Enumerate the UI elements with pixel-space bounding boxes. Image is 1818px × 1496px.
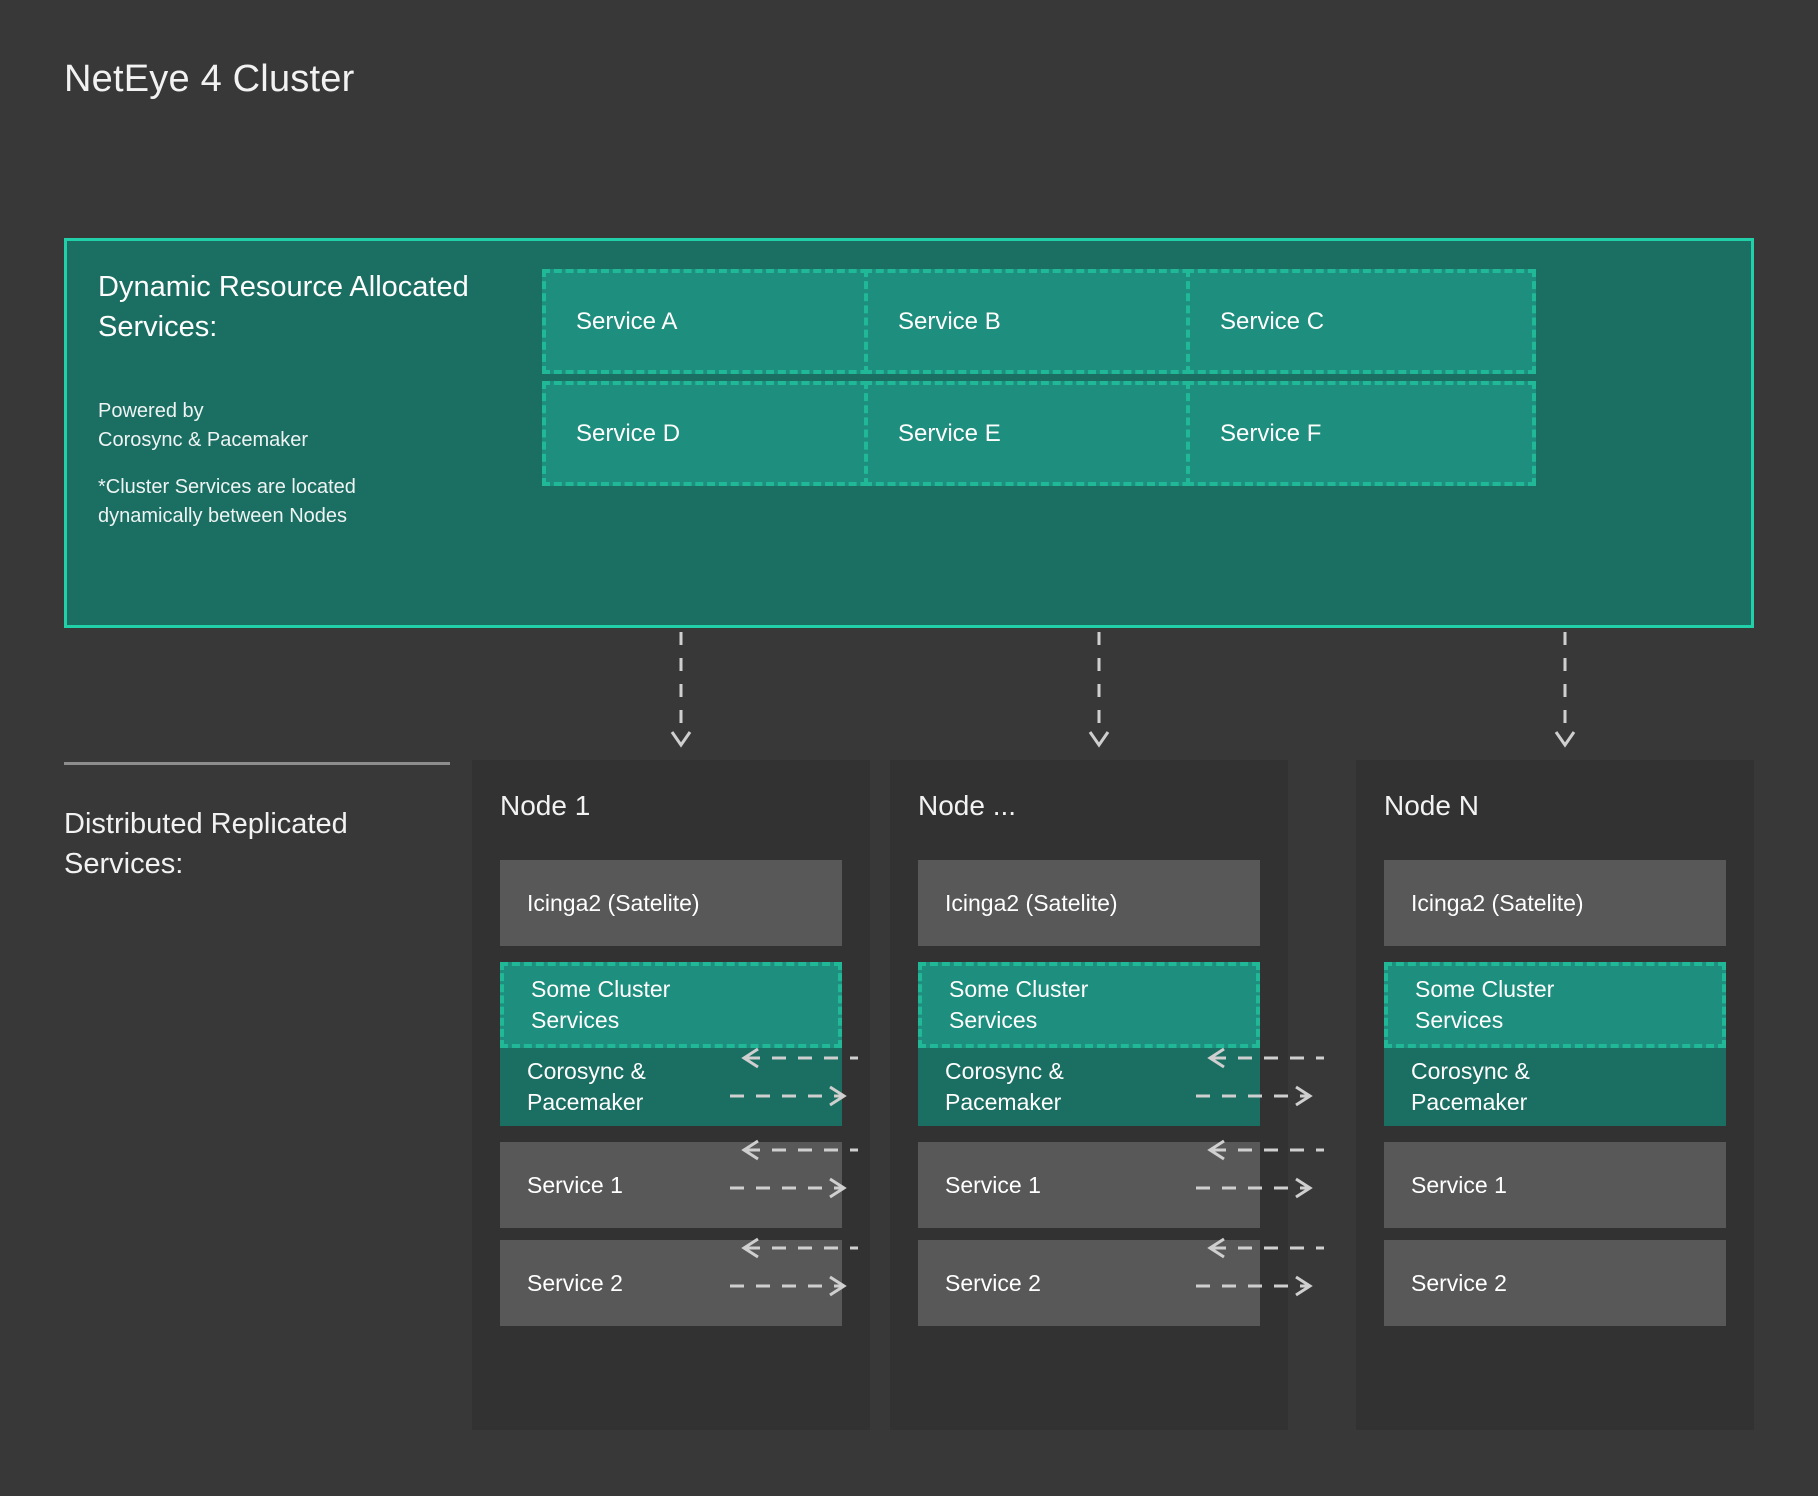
connector-arrow-bidirectional: [1196, 1237, 1324, 1297]
node-row-corosync-pacemaker[interactable]: Corosync & Pacemaker: [918, 1048, 1260, 1126]
node-row-cluster-services[interactable]: Some Cluster Services: [1384, 962, 1726, 1048]
dynamic-service-box[interactable]: Service F: [1186, 381, 1536, 486]
dynamic-panel-heading: Dynamic Resource Allocated Services:: [98, 271, 469, 343]
node-row-service-1[interactable]: Service 1: [500, 1142, 842, 1228]
cluster-services-note: *Cluster Services are located dynamicall…: [98, 476, 356, 527]
node-panel-1: Node 1 Icinga2 (Satelite) Some Cluster S…: [472, 760, 870, 1430]
node-title: Node ...: [918, 790, 1017, 821]
powered-by-label: Powered by Corosync & Pacemaker: [98, 400, 309, 451]
node-row-icinga2[interactable]: Icinga2 (Satelite): [918, 860, 1260, 946]
dynamic-service-box[interactable]: Service A: [542, 269, 892, 374]
connector-arrow-down: [1553, 632, 1577, 750]
connector-arrow-down: [1087, 632, 1111, 750]
connector-arrow-bidirectional: [730, 1047, 858, 1107]
connector-arrow-bidirectional: [1196, 1139, 1324, 1199]
node-row-icinga2[interactable]: Icinga2 (Satelite): [500, 860, 842, 946]
node-row-service-2[interactable]: Service 2: [1384, 1240, 1726, 1326]
page-title: NetEye 4 Cluster: [64, 58, 355, 100]
node-row-cluster-services[interactable]: Some Cluster Services: [500, 962, 842, 1048]
connector-arrow-bidirectional: [730, 1237, 858, 1297]
node-row-corosync-pacemaker[interactable]: Corosync & Pacemaker: [500, 1048, 842, 1126]
node-row-corosync-pacemaker[interactable]: Corosync & Pacemaker: [1384, 1048, 1726, 1126]
connector-arrow-down: [669, 632, 693, 750]
section-divider: [64, 762, 450, 765]
dynamic-service-box[interactable]: Service E: [864, 381, 1214, 486]
replicated-services-heading: Distributed Replicated Services:: [64, 808, 348, 880]
node-title: Node N: [1384, 790, 1479, 821]
node-panel-2: Node ... Icinga2 (Satelite) Some Cluster…: [890, 760, 1288, 1430]
node-row-cluster-services[interactable]: Some Cluster Services: [918, 962, 1260, 1048]
node-panel-3: Node N Icinga2 (Satelite) Some Cluster S…: [1356, 760, 1754, 1430]
dynamic-service-box[interactable]: Service D: [542, 381, 892, 486]
dynamic-service-box[interactable]: Service B: [864, 269, 1214, 374]
connector-arrow-bidirectional: [730, 1139, 858, 1199]
node-row-icinga2[interactable]: Icinga2 (Satelite): [1384, 860, 1726, 946]
node-row-service-2[interactable]: Service 2: [918, 1240, 1260, 1326]
node-row-service-1[interactable]: Service 1: [918, 1142, 1260, 1228]
node-row-service-1[interactable]: Service 1: [1384, 1142, 1726, 1228]
node-title: Node 1: [500, 790, 591, 821]
node-row-service-2[interactable]: Service 2: [500, 1240, 842, 1326]
dynamic-service-box[interactable]: Service C: [1186, 269, 1536, 374]
dynamic-resource-panel: Dynamic Resource Allocated Services: Pow…: [64, 238, 1754, 628]
connector-arrow-bidirectional: [1196, 1047, 1324, 1107]
